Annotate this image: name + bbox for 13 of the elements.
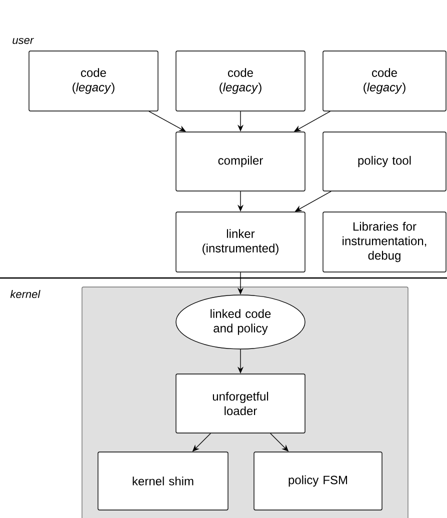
process-box: policy FSM: [254, 452, 382, 510]
process-box: Libraries for instrumentation, debug: [322, 212, 446, 272]
process-box: compiler: [176, 132, 306, 192]
process-box: kernel shim: [98, 452, 228, 510]
code-box: code (legacy): [322, 50, 446, 112]
code-box: code (legacy): [28, 50, 158, 112]
region-label: user: [12, 38, 34, 44]
process-box: unforgetful loader: [176, 374, 306, 434]
process-box: policy tool: [322, 132, 446, 192]
process-box: linker (instrumented): [176, 212, 306, 272]
arrow: [148, 111, 186, 132]
code-box: code (legacy): [176, 50, 306, 112]
region-label: kernel: [10, 290, 40, 298]
